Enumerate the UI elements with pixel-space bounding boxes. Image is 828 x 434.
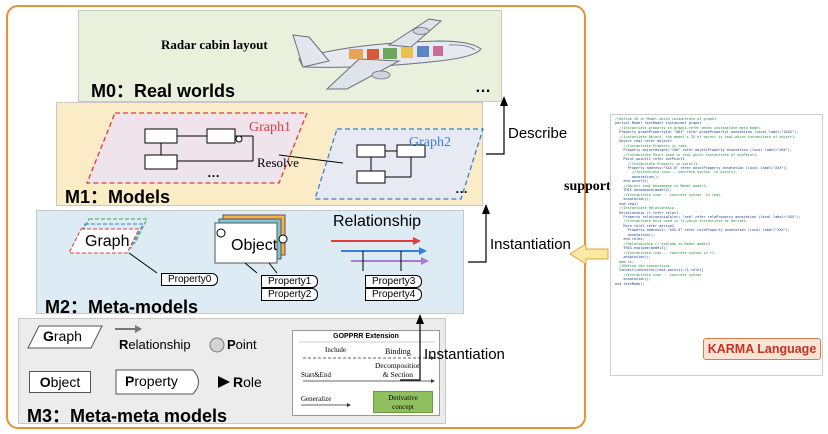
- code-line: //Relationship r1 explode to Model model…: [615, 241, 710, 246]
- resolve-label: Resolve: [257, 155, 299, 170]
- aircraft-illustration: [292, 18, 482, 90]
- karma-code-panel: //Define ID in Model which instantiate o…: [610, 114, 823, 376]
- ext-derivative-concept: Derivative concept: [373, 391, 433, 413]
- layer-m2-meta-models: Graph Object Relationship Property0 Prop…: [36, 210, 464, 317]
- m2-title: M2：Meta-models: [45, 297, 199, 317]
- code-line: Property address="XXX.0" refer pointProp…: [615, 165, 788, 170]
- instantiation-label-2: Instantiation: [424, 346, 505, 363]
- describe-label: Describe: [508, 125, 568, 142]
- instantiation-label-1: Instantiation: [490, 236, 571, 253]
- code-line: partial Model testModel instanceof graph…: [615, 121, 702, 126]
- code-line: annotation();: [615, 277, 651, 282]
- code-line: annotation();: [615, 232, 656, 237]
- code-line: annotation();: [615, 174, 660, 179]
- m0-caption: Radar cabin layout: [161, 37, 268, 52]
- code-line: end point11;: [615, 179, 649, 184]
- code-line: //Instantiate property in graph1,refer m…: [615, 125, 763, 130]
- layer-m0-real-worlds: Radar cabin layout M0：Real worlds …: [78, 10, 502, 102]
- code-line: Property graphPropertyId= "001" refer gr…: [615, 130, 799, 135]
- property1-tag: Property1: [261, 275, 319, 288]
- code-line: Property address1= "XXX.0" refer rolePro…: [615, 228, 790, 233]
- graph-concept-shape: [27, 325, 103, 349]
- m2-object-label: Object: [231, 237, 278, 254]
- extension-title: GOPPRR Extension: [333, 333, 399, 340]
- code-line: Property objectHeight="150" refer object…: [615, 148, 793, 153]
- code-line: Object req1 refer object1: [615, 139, 672, 144]
- property-tag-shape: [115, 369, 199, 395]
- graph1-shape: [86, 112, 308, 184]
- code-line: //Instantiate icon... concrete syntax: [615, 272, 702, 277]
- code-line: //Define ID in Model which instantiate o…: [615, 117, 717, 121]
- code-line: Connect(connector[req1.point11,r1.role1]: [615, 268, 704, 273]
- code-line: Point point11 refer outPoint1: [615, 157, 685, 162]
- graph1-label: Graph1: [249, 120, 291, 135]
- property0-tag: Property0: [161, 273, 219, 286]
- m1-ellipsis-1: …: [207, 165, 220, 180]
- code-line: end testModel;: [615, 281, 645, 286]
- code-line: end roles;: [615, 237, 645, 242]
- ext-include: Include: [325, 346, 346, 354]
- m2-metamodel-svg: [68, 214, 429, 274]
- support-label: support: [564, 179, 611, 194]
- code-line: annotation();: [615, 197, 651, 202]
- m3-role-label: Role: [233, 374, 262, 390]
- gopprr-extension-box: GOPPRR Extension Include Binding Start&E…: [292, 330, 440, 416]
- m3-title: M3：Meta-meta models: [27, 406, 228, 426]
- code-line: THIS.explode(model3);: [615, 246, 668, 251]
- m0-ellipsis: …: [475, 79, 491, 96]
- code-line: THIS.decompose(model2);: [615, 188, 672, 193]
- code-line: Property relationshipColor= "red" refer …: [615, 214, 801, 219]
- code-line: //Instantiate Point used in req1,which i…: [615, 152, 759, 157]
- code-line: //Instantiate icon... concrete syntax in…: [615, 250, 717, 255]
- m3-point-label: Point: [227, 337, 257, 352]
- code-line: //Instantiate Property in point11.: [615, 161, 700, 166]
- code-line: //Instantiate icon... concrete syntax in…: [615, 192, 723, 197]
- m1-graphs-svg: [86, 112, 484, 200]
- m3-relationship-label: Relationship: [119, 337, 191, 352]
- relationship-arrow-icon: [115, 325, 142, 333]
- property4-tag: Property4: [365, 288, 423, 301]
- m2-relationship-label: Relationship: [333, 213, 422, 230]
- code-line: Relationship r1 refer relat1: [615, 210, 679, 215]
- code-line: //Instantiate Relationship.: [615, 206, 677, 211]
- code-line: //Object req1 decompose to Model model2.: [615, 183, 708, 188]
- point-circle-icon: [209, 337, 225, 353]
- m3-object-box: Object: [29, 371, 91, 393]
- m0-title: M0：Real worlds: [91, 81, 236, 101]
- ext-generalize: Generalize: [301, 395, 332, 403]
- m3-graph-label: Graph: [43, 328, 82, 344]
- code-line: //Define the connections.: [615, 263, 672, 268]
- code-line: //Instantiate Role used in r1,which inst…: [615, 219, 748, 224]
- layer-m1-models: Graph1 Graph2 Resolve … … M1：Models: [56, 102, 484, 207]
- code-line: //Instantiate Object, the model's ID of …: [615, 134, 797, 139]
- m1-ellipsis-2: …: [455, 181, 468, 196]
- code-line: //Instantiate Property in req1.: [615, 143, 689, 148]
- graph2-label: Graph2: [409, 135, 451, 150]
- m3-property-label: Property: [125, 373, 178, 389]
- code-line: //Instantiate icon... concrete syntax in…: [615, 170, 738, 175]
- karma-language-badge: KARMA Language: [703, 338, 821, 360]
- code-line: annotation();: [615, 255, 651, 260]
- code-line: end req1;: [615, 201, 639, 206]
- m1-title: M1：Models: [65, 187, 171, 207]
- code-body: //Define ID in Model which instantiate o…: [611, 115, 822, 288]
- extension-lines-svg: [299, 341, 435, 407]
- role-triangle-icon: [218, 376, 230, 388]
- ext-startend: Start&End: [301, 371, 331, 379]
- code-line: Role role1 refer derive1: [615, 223, 675, 228]
- m2-graph-label: Graph: [85, 233, 130, 250]
- ext-decomposition: Decomposition & Section: [375, 361, 421, 379]
- ext-binding: Binding: [385, 347, 411, 356]
- property3-tag: Property3: [365, 275, 423, 288]
- property2-tag: Property2: [261, 288, 319, 301]
- code-line: end r1;: [615, 259, 634, 264]
